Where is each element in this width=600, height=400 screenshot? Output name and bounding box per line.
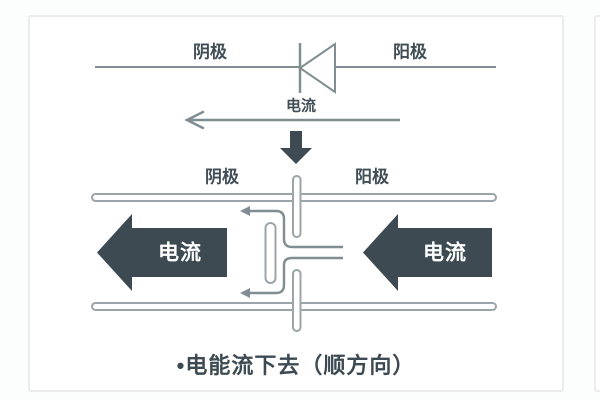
- adjacent-card-edge: [594, 15, 600, 392]
- right-arrow-current-label: 电流: [423, 241, 467, 265]
- left-arrow-current-label: 电流: [158, 241, 202, 265]
- structure-anode-label: 阳极: [355, 167, 389, 187]
- symbol-current-label: 电流: [285, 97, 317, 115]
- symbol-cathode-label: 阴极: [193, 42, 227, 62]
- structure-cathode-label: 阴极: [205, 167, 239, 187]
- diagram-card: [28, 15, 564, 392]
- caption-text: •电能流下去（顺方向）: [176, 353, 416, 378]
- symbol-anode-label: 阳极: [393, 42, 427, 62]
